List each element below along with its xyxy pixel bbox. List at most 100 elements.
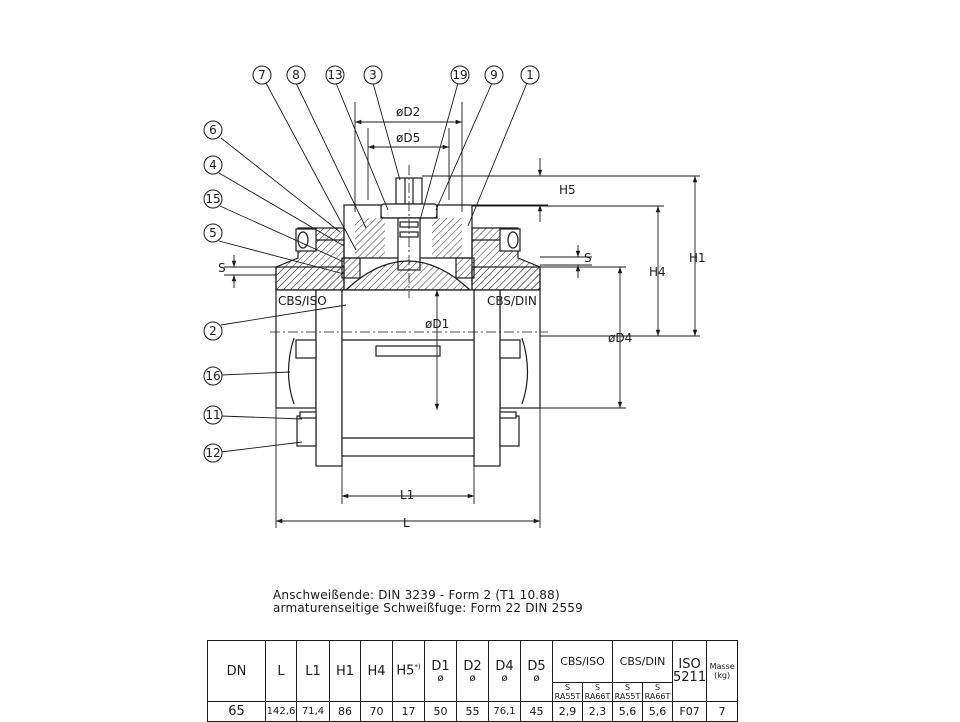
callout-number: 8 <box>292 68 300 82</box>
cell-din-ra55t: 5,6 <box>612 701 643 722</box>
cell-d1: 50 <box>424 701 457 722</box>
callout-12: 12 <box>203 443 223 463</box>
label-d2: øD2 <box>396 105 420 119</box>
callout-circle <box>252 65 272 85</box>
callout-circle <box>520 65 540 85</box>
callout-19: 19 <box>450 65 470 85</box>
callout-3: 3 <box>363 65 383 85</box>
callout-number: 13 <box>327 68 342 82</box>
label-d5: øD5 <box>396 131 420 145</box>
cell-l1: 71,4 <box>296 701 330 722</box>
callout-number: 12 <box>205 446 220 460</box>
center-body <box>341 289 475 457</box>
cell-iso5211: F07 <box>671 701 708 722</box>
cell-h1: 86 <box>329 701 361 722</box>
label-cbs-din: CBS/DIN <box>487 294 537 308</box>
callout-circle <box>203 443 223 463</box>
callout-number: 2 <box>209 324 217 338</box>
callout-circle <box>325 65 345 85</box>
cell-h4: 70 <box>360 701 393 722</box>
callout-number: 15 <box>205 192 220 206</box>
callout-circle <box>484 65 504 85</box>
callout-circle <box>203 189 223 209</box>
callout-circle <box>203 155 223 175</box>
label-s-right: S <box>584 251 592 265</box>
callout-circle <box>363 65 383 85</box>
th-cbs-iso: CBS/ISO <box>552 640 613 683</box>
th-cbs-din: CBS/DIN <box>612 640 673 683</box>
label-cbs-iso: CBS/ISO <box>278 294 327 308</box>
seat-left <box>341 257 361 279</box>
th-h4: H4 <box>360 640 393 702</box>
callout-number: 9 <box>490 68 498 82</box>
label-s-left: S <box>218 261 226 275</box>
weld-notes: Anschweißende: DIN 3239 - Form 2 (T1 10.… <box>273 589 583 615</box>
callout-number: 11 <box>205 408 220 422</box>
callout-circle <box>450 65 470 85</box>
th-masse: Masse(kg) <box>706 640 739 702</box>
callout-6: 6 <box>203 120 223 140</box>
callout-5: 5 <box>203 223 223 243</box>
callout-13: 13 <box>325 65 345 85</box>
cell-dn: 65 <box>207 701 266 722</box>
th-l: L <box>265 640 297 702</box>
callout-number: 6 <box>209 123 217 137</box>
callout-circle <box>203 120 223 140</box>
th-h5: H5*) <box>392 640 425 702</box>
cell-d2: 55 <box>456 701 489 722</box>
cell-iso-ra66t: 2,3 <box>582 701 613 722</box>
label-h5: H5 <box>559 183 576 197</box>
callout-circle <box>203 405 223 425</box>
cell-d5: 45 <box>520 701 553 722</box>
label-h1: H1 <box>689 251 706 265</box>
callout-circle <box>286 65 306 85</box>
callout-number: 7 <box>258 68 266 82</box>
callout-number: 5 <box>209 226 217 240</box>
label-h4: H4 <box>649 265 666 279</box>
callout-circle <box>203 223 223 243</box>
cell-din-ra66t: 5,6 <box>642 701 673 722</box>
label-l1: L1 <box>400 488 414 502</box>
note-line-1: Anschweißende: DIN 3239 - Form 2 (T1 10.… <box>273 588 560 602</box>
label-l: L <box>403 516 410 530</box>
cell-d4: 76,1 <box>488 701 521 722</box>
callout-circle <box>203 366 223 386</box>
cell-iso-ra55t: 2,9 <box>552 701 583 722</box>
callout-number: 3 <box>369 68 377 82</box>
callout-4: 4 <box>203 155 223 175</box>
callout-number: 19 <box>452 68 467 82</box>
callout-number: 4 <box>209 158 217 172</box>
label-d4: øD4 <box>608 331 632 345</box>
callout-16: 16 <box>203 366 223 386</box>
callout-7: 7 <box>252 65 272 85</box>
th-dn: DN <box>207 640 266 702</box>
ball <box>344 260 472 291</box>
callout-9: 9 <box>484 65 504 85</box>
callout-8: 8 <box>286 65 306 85</box>
callout-15: 15 <box>203 189 223 209</box>
callout-11: 11 <box>203 405 223 425</box>
callout-1: 1 <box>520 65 540 85</box>
cell-l: 142,6 <box>265 701 297 722</box>
cell-masse: 7 <box>706 701 739 722</box>
th-h1: H1 <box>329 640 361 702</box>
callout-number: 1 <box>526 68 534 82</box>
label-d1: øD1 <box>425 317 449 331</box>
note-line-2: armaturenseitige Schweißfuge: Form 22 DI… <box>273 601 583 615</box>
callout-circle <box>203 321 223 341</box>
cell-h5: 17 <box>392 701 425 722</box>
seat-right <box>455 257 475 279</box>
callout-2: 2 <box>203 321 223 341</box>
callout-number: 16 <box>205 369 220 383</box>
